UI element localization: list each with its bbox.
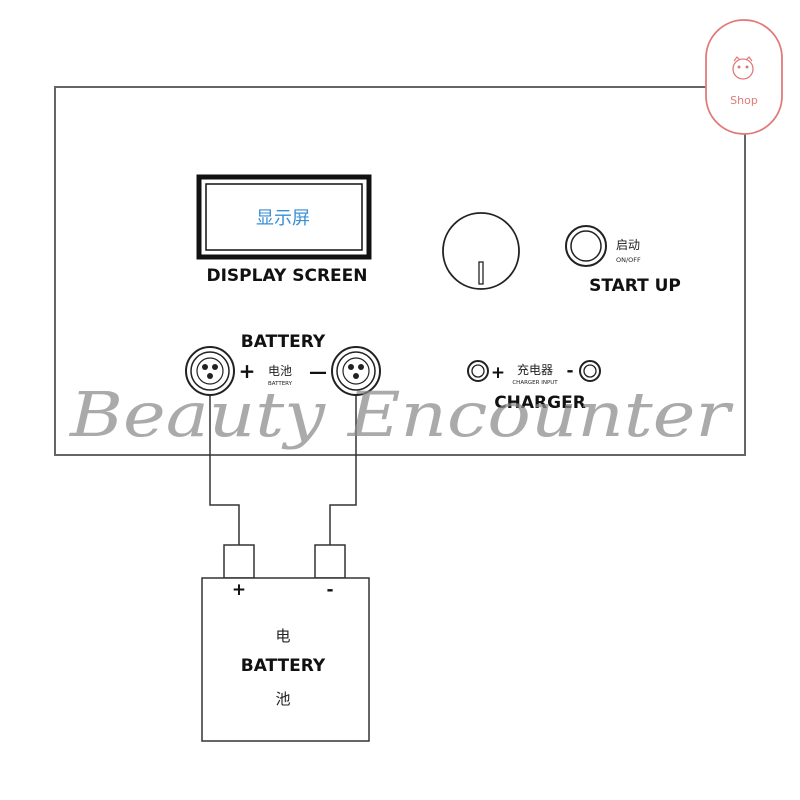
battery-terminal-plus: + — [232, 580, 246, 600]
battery-label-cn-bottom: 池 — [275, 690, 290, 708]
charger-port-label-small: CHARGER INPUT — [512, 380, 558, 386]
battery-port-label-small: BATTERY — [268, 381, 293, 387]
charger-ports-label: CHARGER — [494, 393, 586, 413]
battery-terminal-minus: - — [326, 580, 333, 600]
battery-port-negative-icon — [331, 346, 381, 396]
start-button-label-small: ON/OFF — [616, 256, 641, 264]
start-button-label: START UP — [589, 276, 681, 296]
wire-negative — [329, 396, 357, 545]
battery-port-plus-sign: + — [239, 359, 256, 383]
charger-port-positive-icon — [467, 360, 489, 382]
display-screen-text: 显示屏 — [256, 208, 310, 229]
display-screen: 显示屏 — [196, 174, 372, 260]
battery-label: BATTERY — [241, 656, 326, 676]
charger-port-label-cn: 充电器 — [517, 362, 553, 377]
charger-port-plus-sign: + — [491, 363, 505, 383]
charger-port-minus-sign: - — [566, 361, 573, 381]
battery-icon — [201, 544, 370, 742]
watermark-text: Beauty Encounter — [69, 378, 734, 451]
shop-badge-icon — [705, 19, 783, 135]
shop-badge-text: Shop — [730, 94, 758, 107]
charger-port-negative-icon — [579, 360, 601, 382]
start-button-label-cn: 启动 — [616, 238, 640, 252]
start-button-icon — [565, 225, 607, 267]
display-screen-label: DISPLAY SCREEN — [207, 266, 368, 286]
knob-icon — [442, 212, 520, 290]
battery-label-cn-top: 电 — [275, 627, 290, 645]
battery-port-positive-icon — [185, 346, 235, 396]
battery-port-minus-sign: — — [309, 362, 327, 383]
battery-port-label-cn: 电池 — [268, 364, 292, 378]
wire-positive — [209, 396, 240, 545]
battery-ports-label: BATTERY — [241, 332, 326, 352]
